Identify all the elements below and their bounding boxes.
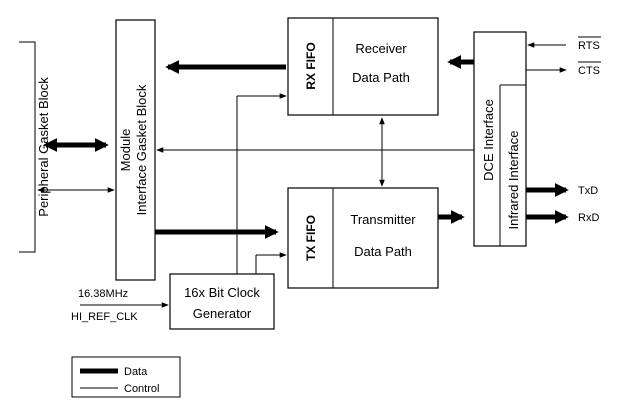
- cts-label: CTS: [578, 65, 600, 77]
- rx-fifo-label: RX FIFO: [304, 42, 318, 89]
- receiver-label-line2: Data Path: [352, 70, 410, 85]
- control-paths: [37, 42, 567, 308]
- signal-labels: RTS CTS TxD RxD 16.38MHz HI_REF_CLK: [71, 36, 601, 323]
- clock-generator-block: 16x Bit Clock Generator: [169, 273, 275, 330]
- data-paths: [43, 55, 569, 239]
- infrared-interface-label: Infrared Interface: [506, 131, 521, 230]
- rts-label: RTS: [578, 40, 600, 52]
- transmitter-block: TX FIFO Transmitter Data Path: [287, 187, 439, 289]
- clock-gen-label-line1: 16x Bit Clock: [184, 285, 260, 300]
- module-interface-label-line1: Module: [118, 129, 133, 172]
- dce-interface-block: DCE Interface Infrared Interface: [473, 31, 527, 247]
- receiver-block: RX FIFO Receiver Data Path: [287, 17, 439, 116]
- rxd-label: RxD: [578, 212, 599, 224]
- clk-freq-label: 16.38MHz: [78, 288, 128, 300]
- transmitter-label-line2: Data Path: [354, 244, 412, 259]
- dce-interface-label: DCE Interface: [481, 99, 496, 181]
- receiver-label-line1: Receiver: [355, 41, 407, 56]
- legend: Data Control: [71, 356, 181, 398]
- module-interface-label-line2: Interface Gasket Block: [134, 84, 149, 215]
- clock-gen-label-line2: Generator: [193, 306, 252, 321]
- tx-fifo-label: TX FIFO: [304, 215, 318, 261]
- transmitter-label-line1: Transmitter: [350, 212, 416, 227]
- module-interface-gasket-block: Module Interface Gasket Block: [115, 19, 156, 281]
- legend-control-label: Control: [124, 383, 159, 395]
- clk-name-label: HI_REF_CLK: [71, 311, 138, 323]
- txd-label: TxD: [578, 185, 598, 197]
- legend-data-label: Data: [124, 366, 148, 378]
